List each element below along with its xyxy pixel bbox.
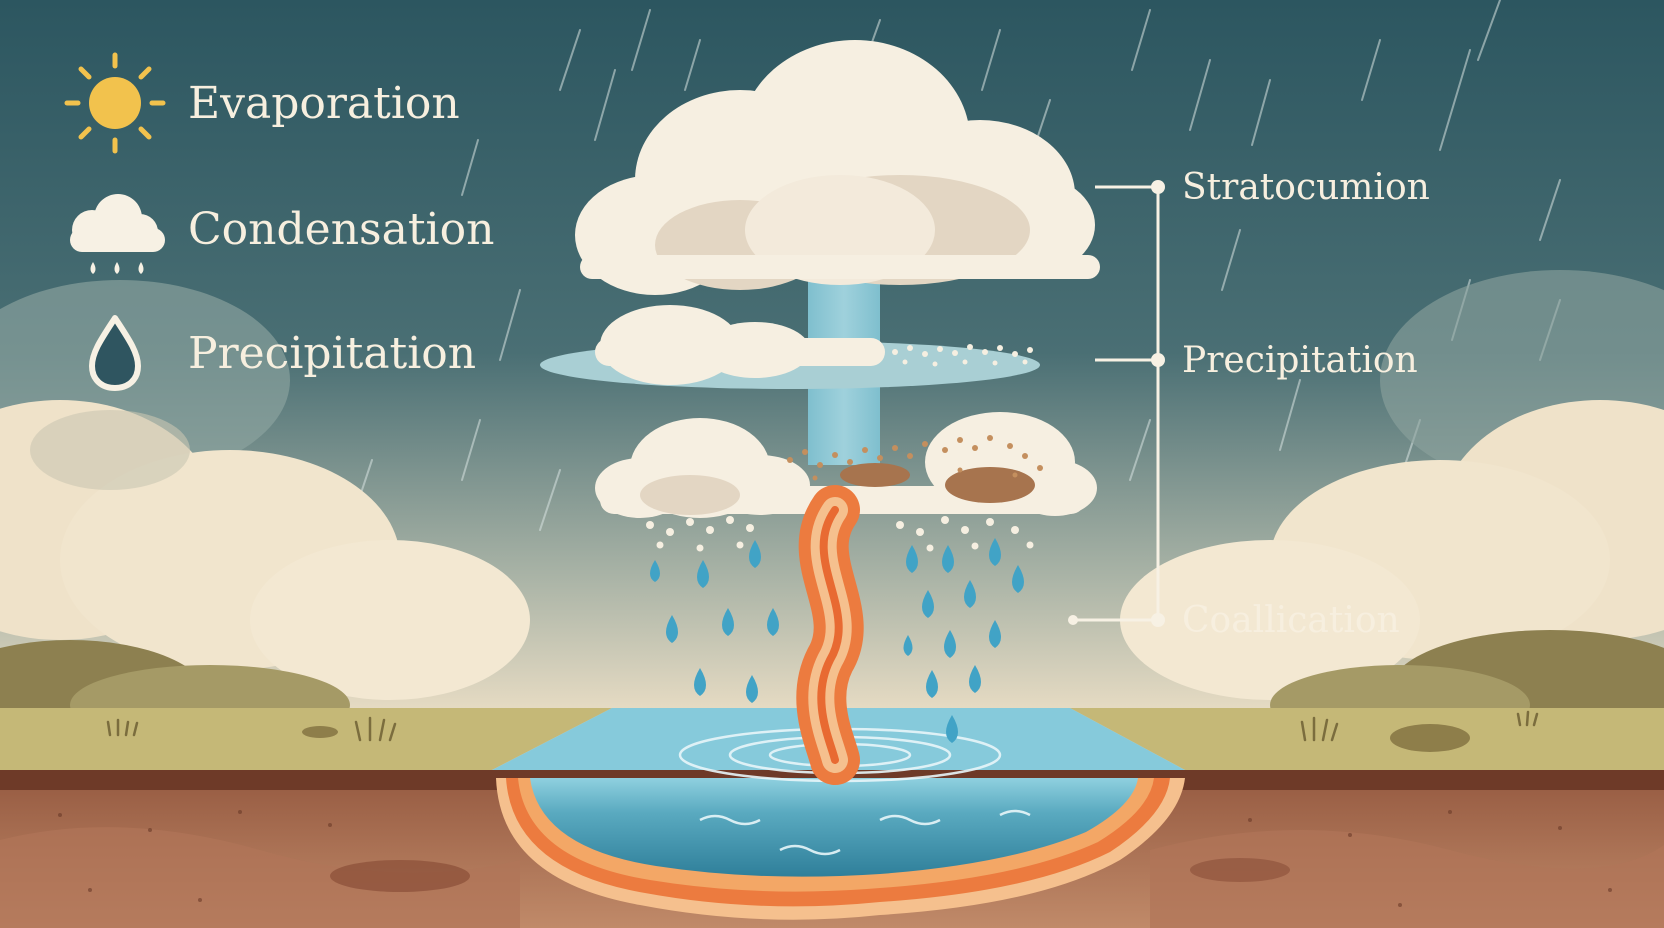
legend-item-condensation: Condensation [70,194,494,274]
stratocumulus-cloud [575,40,1100,295]
precipitation-cloud-layer [540,305,1040,389]
legend-label-evaporation: Evaporation [188,78,460,129]
legend: Evaporation Condensation Precipitation [64,52,494,391]
raindrops [650,538,1024,743]
callout-label-precipitation: Precipitation [1182,340,1418,381]
legend-item-precipitation: Precipitation [89,315,476,391]
water-drop-icon [89,315,141,391]
sun-icon [64,52,166,154]
cloud-droplet-dots [646,516,1034,552]
background-clouds-right [1120,270,1664,700]
coalescence-cloud-layer [595,412,1097,518]
background-clouds-left [0,280,530,700]
callout-label-coalescence: Coallication [1182,600,1400,641]
legend-label-condensation: Condensation [188,204,494,255]
callout-label-stratocumulus: Stratocumion [1182,167,1430,208]
legend-item-evaporation: Evaporation [64,52,460,154]
callout-bracket [1073,185,1160,622]
callout-dots [1068,180,1165,627]
rain-cloud-icon [70,194,165,274]
runoff-stream [796,485,864,785]
legend-label-precipitation: Precipitation [188,328,476,379]
